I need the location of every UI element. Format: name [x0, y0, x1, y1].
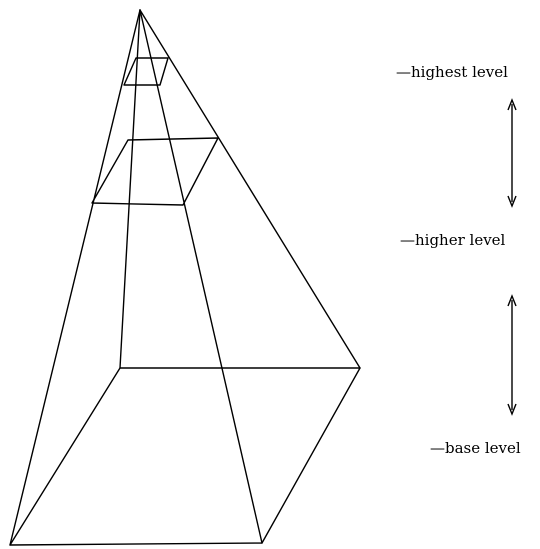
highest-level-plane — [123, 57, 169, 86]
double-arrow-lower — [507, 294, 517, 416]
double-arrow-upper — [507, 98, 517, 208]
edge-apex-base-front-left — [9, 9, 141, 546]
edge-apex-base-front-right — [139, 9, 263, 544]
base-level-plane — [9, 367, 361, 546]
edge-apex-base-back-right — [139, 9, 361, 369]
pyramid-wireframe — [9, 9, 361, 546]
label-higher-level: —higher level — [400, 231, 506, 249]
higher-level-plane — [91, 137, 219, 206]
label-base-level: —base level — [430, 439, 521, 457]
label-highest-level: —highest level — [396, 63, 508, 81]
edge-apex-base-back-left — [119, 9, 141, 369]
